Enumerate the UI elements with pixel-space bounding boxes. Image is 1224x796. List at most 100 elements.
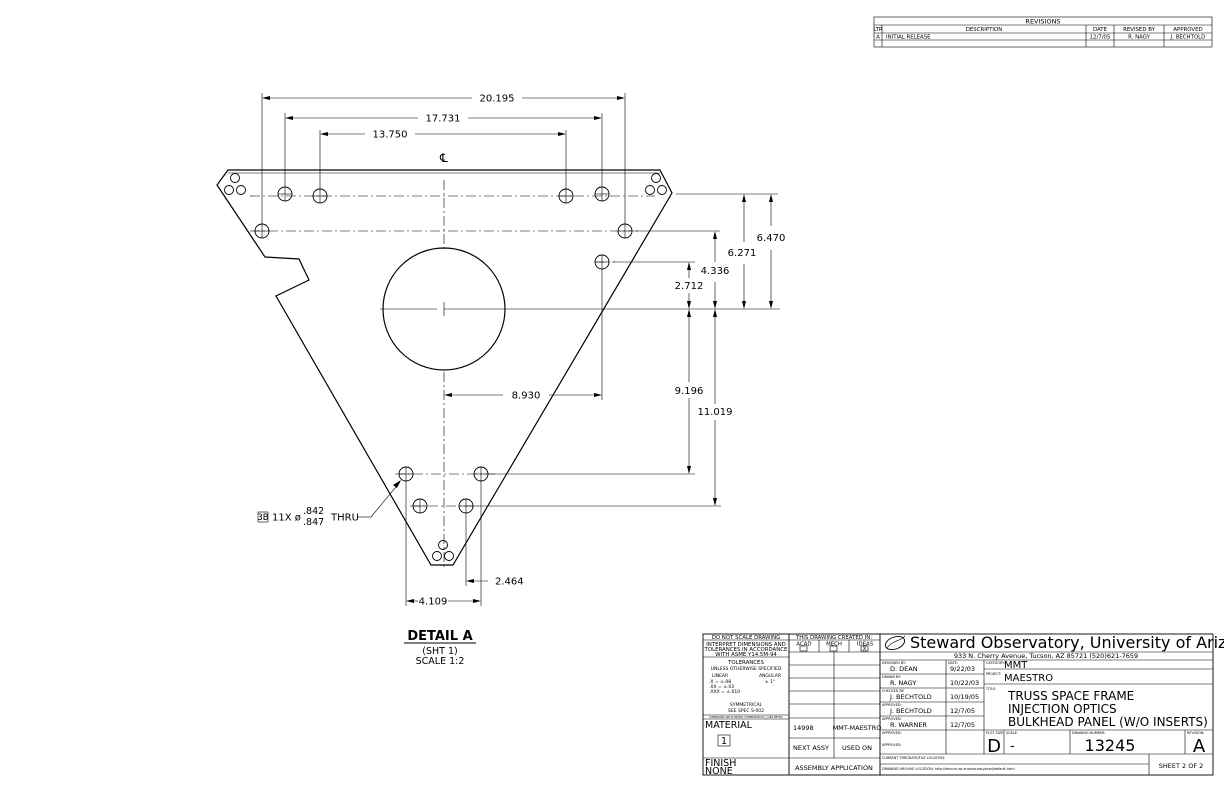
dimension-2-712: 2.712 [675,281,704,292]
date-label: DATE: [948,661,958,665]
dimension-6-271: 6.271 [728,248,757,259]
revisions-table: REVISIONS LTR DESCRIPTION DATE REVISED B… [873,16,1213,48]
tolerance-x: .X = ±.08 [709,679,731,685]
detail-sheet: (SHT 1) [422,646,457,657]
tolerance-angular-label: ANGULAR [759,673,781,679]
used-on-value: MMT-MAESTRO [833,724,882,732]
scale-value: - [1010,739,1015,754]
title-line-3: BULKHEAD PANEL (W/O INSERTS) [1008,715,1208,729]
hole-note-tag: 3B [257,513,268,523]
note-spec: SEE SPEC S-002 [728,708,764,714]
revision-date: 12/7/05 [1090,35,1111,41]
ideas-checkbox-mark: X [863,647,867,653]
project-label: PROJECT: [986,672,1002,676]
dimension-17-731: 17.731 [426,114,461,125]
note-symmetrical: SYMMETRICAL [730,702,763,708]
checked-by-label: CHECKED BY: [882,689,905,693]
hole [312,188,328,204]
drawn-by-label: DRAWN BY: [882,675,901,679]
checked-by: J. BECHTOLD [889,693,932,701]
tolerances-title: TOLERANCES [727,660,764,666]
small-hole-clusters [224,173,667,561]
approved-label-4: APPROVED: [882,743,902,747]
detail-scale: SCALE 1:2 [416,656,465,667]
scale-label: SCALE: [1006,731,1018,735]
revisions-header-revised-by: REVISED BY [1123,27,1156,33]
hole-note-prefix: 11X ø [272,513,301,524]
hole-note-upper-tol: .842 [303,506,324,517]
hole-note-suffix: THRU [330,513,359,524]
title-line-1: TRUSS SPACE FRAME [1007,689,1134,703]
centerline-symbol: ℄ [439,151,448,165]
next-assy-label: NEXT ASSY [793,744,829,752]
drawing-number-label: DRAWING NUMBER: [1072,731,1105,735]
tolerances-subtitle: UNLESS OTHERWISE SPECIFIED [711,666,782,672]
material-label: MATERIAL [705,720,753,731]
title-block: DO NOT SCALE DRAWING INTERPRET DIMENSION… [702,633,1224,777]
designed-by: D. DEAN [890,665,918,673]
category-value: MMT [1004,660,1028,671]
plot-size-value: D [987,736,1001,757]
dimension-4-109: 4.109 [419,597,448,608]
assembly-application-label: ASSEMBLY APPLICATION [795,764,873,772]
revision-label: REVISION: [1187,731,1204,735]
hole [398,466,414,482]
current-time-label: CURRENT TIME/DATE/FILE LOCATION: [882,756,945,760]
hole [412,498,428,514]
dimension-20-195: 20.195 [480,94,515,105]
created-acad-label: ACAD [796,642,811,648]
organization-address: 933 N. Cherry Avenue, Tucson, AZ 85721 (… [954,652,1138,660]
hole [473,466,489,482]
hole-note-lower-tol: .847 [303,517,324,528]
finish-label: FINISH [705,758,736,769]
tolerance-linear-label: LINEAR [712,673,728,679]
title-label: TITLE: [985,687,996,691]
panel-outline [216,169,673,566]
designed-date: 9/22/03 [950,665,975,673]
created-ideas-label: IDEAS [857,642,874,648]
dimension-8-930: 8.930 [512,391,541,402]
steward-logo [884,635,906,651]
approved-label-3: APPROVED: [882,731,902,735]
acad-checkbox [799,645,808,652]
drawn-by: R. NAGY [890,679,916,687]
detail-label: DETAIL A (SHT 1) SCALE 1:2 [404,629,476,667]
hole-callout: 3B 11X ø .842 .847 THRU [257,480,401,528]
title-line-2: INJECTION OPTICS [1008,702,1117,716]
dimensions: 20.195 17.731 13.750 6.470 6.271 4.336 [257,93,785,608]
note-dimension-units: DIMENSIONS ARE IN INCHES / DIMENSIONS IN… [709,716,783,719]
hole [558,188,574,204]
revisions-header-description: DESCRIPTION [966,27,1003,33]
hole [617,223,633,239]
bulkhead-panel: ℄ [216,151,780,570]
note-interpret-3: WITH ASME Y14.5M-94 [715,652,777,658]
mech-checkbox [829,645,838,652]
approved-date-1: 12/7/05 [950,707,975,715]
revisions-header-date: DATE [1093,27,1108,33]
revision-description: INITIAL RELEASE [886,35,931,41]
checked-date: 10/19/05 [950,693,979,701]
revisions-title: REVISIONS [1025,18,1060,26]
tolerance-xx: .XX = ±.03 [709,684,734,690]
used-on-label: USED ON [842,744,872,752]
hole [594,254,610,270]
revision-approved: J. BECHTOLD [1170,35,1206,41]
note-interpret-1: INTERPRET DIMENSIONS AND [706,642,786,648]
revision-value: A [1193,736,1206,757]
note-do-not-scale: DO NOT SCALE DRAWING [712,635,781,641]
dimension-13-750: 13.750 [373,130,408,141]
dimension-4-336: 4.336 [701,266,730,277]
mounting-holes [254,186,633,514]
hole [277,186,293,202]
note-interpret-2: TOLERANCES IN ACCORDANCE [704,647,788,653]
detail-title: DETAIL A [407,629,472,644]
revision-revised-by: R. NAGY [1128,35,1151,41]
next-assy-number: 14998 [793,724,814,732]
created-in-title: THIS DRAWING CREATED IN: [795,635,872,641]
approved-by-2: R. WARNER [890,721,927,729]
hole [254,223,270,239]
sheet-number: SHEET 2 OF 2 [1159,762,1204,770]
archive-location-label: DRAWING ARCHIVE LOCATION: http://devinci… [882,767,1015,771]
